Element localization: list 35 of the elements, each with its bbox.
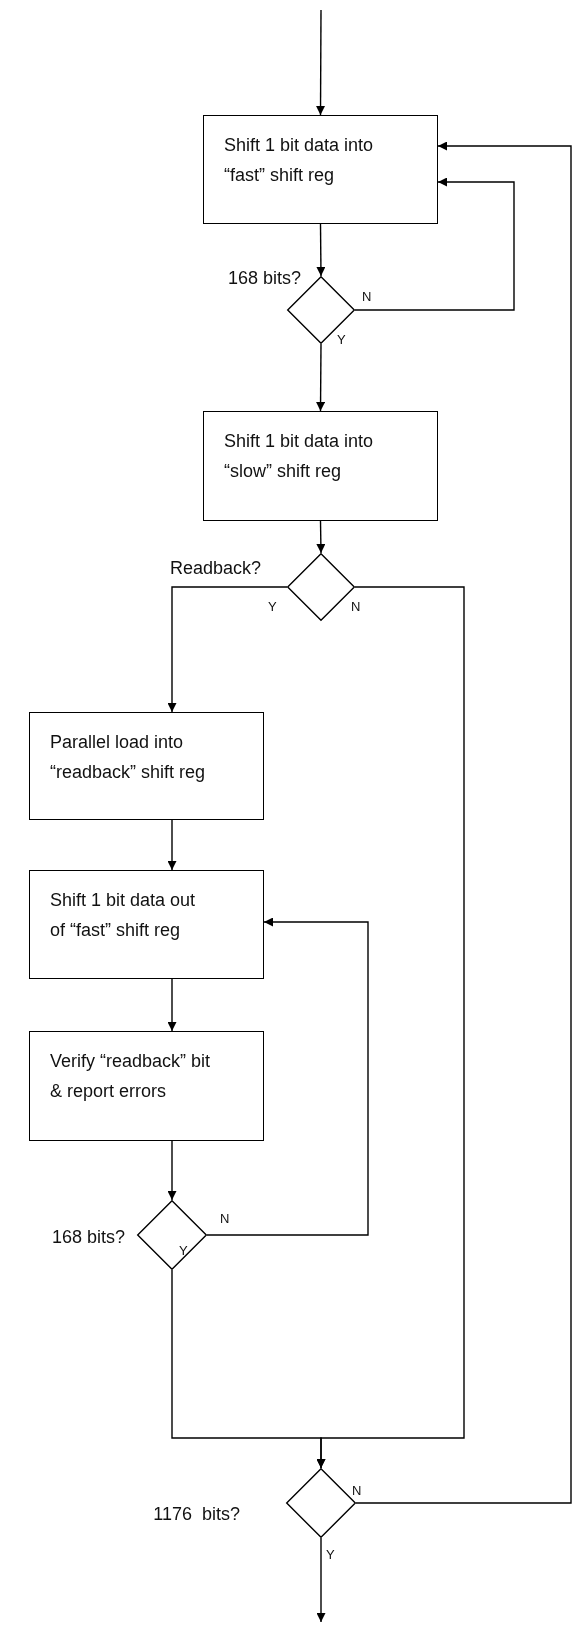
edge-label: N	[351, 600, 361, 614]
edge-label: N	[362, 290, 372, 304]
process-text: Verify “readback” bit & report errors	[50, 1050, 211, 1103]
arrow	[206, 917, 369, 1236]
arrow	[316, 9, 326, 116]
arrow	[167, 586, 288, 713]
process-text: Shift 1 bit data into “slow” shift reg	[224, 430, 375, 483]
condition-label: 1176 bits?	[153, 1504, 240, 1525]
process-text: Parallel load into “readback” shift reg	[50, 731, 207, 784]
edge-label: Y	[268, 600, 277, 614]
arrow	[354, 177, 515, 311]
condition-label: 168 bits?	[51, 1227, 125, 1248]
arrow	[355, 141, 572, 1504]
condition-label: Readback?	[169, 558, 261, 579]
arrow	[167, 978, 177, 1032]
edge-label: Y	[179, 1244, 188, 1258]
arrow	[171, 1269, 326, 1469]
arrow	[167, 1140, 177, 1201]
process-text: Shift 1 bit data out of “fast” shift reg	[50, 889, 197, 942]
edge-label: Y	[326, 1548, 335, 1562]
edge-label: Y	[337, 333, 346, 347]
arrow	[167, 819, 177, 871]
process-text: Shift 1 bit data into “fast” shift reg	[224, 134, 375, 187]
process-box	[203, 411, 438, 521]
arrow	[316, 343, 326, 412]
process-box	[29, 712, 264, 820]
arrow	[316, 520, 326, 554]
edge-label: N	[352, 1484, 362, 1498]
process-box	[29, 1031, 264, 1141]
process-box	[203, 115, 438, 224]
process-box	[29, 870, 264, 979]
arrow	[316, 223, 326, 277]
arrow	[316, 1537, 326, 1623]
edge-label: N	[220, 1212, 230, 1226]
condition-label: 168 bits?	[227, 268, 301, 289]
